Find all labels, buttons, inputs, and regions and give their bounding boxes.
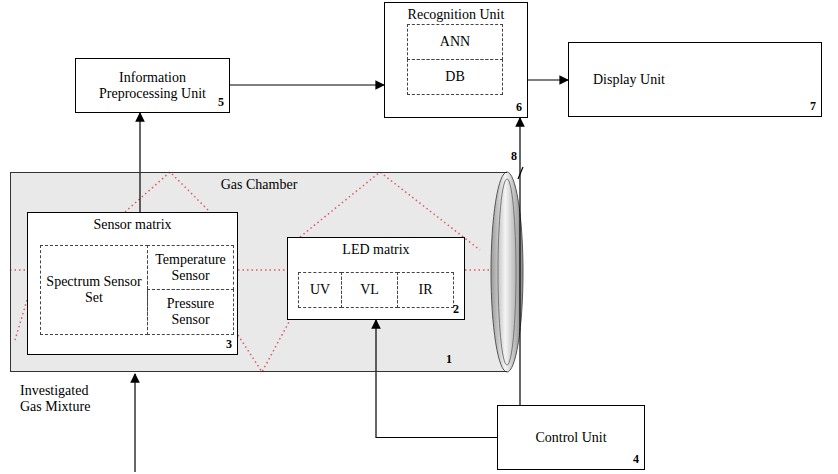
node-title: Control Unit [535,430,606,446]
gas-chamber: Gas Chamber 1 Sensor matrix 3 Spectrum Senso… [10,172,507,372]
signal-arrow [519,118,520,405]
callout-number: 6 [516,101,522,114]
callout-number: 3 [226,338,232,351]
sensor-box: Spectrum Sensor Set [40,245,148,335]
callout-number: 4 [633,453,639,466]
optical-window-rim [498,179,516,365]
sensor-box: Temperature Sensor [147,245,234,290]
node-title: IR [419,282,433,298]
node-title: DB [445,69,464,85]
unit-box: Recognition Unit 6 ANN DB [384,2,528,118]
node-title: Sensor matrix [32,217,233,233]
unit-box: Display Unit 7 [568,42,822,117]
module-box: ANN [407,24,503,60]
callout-number: 1 [446,353,452,366]
node-title: Pressure Sensor [152,296,229,328]
gas-inlet-arrow [134,374,135,472]
node-title: Gas Chamber [15,177,503,193]
node-title: Display Unit [593,72,665,88]
node-title: LED matrix [292,242,460,258]
sensor-box: Pressure Sensor [147,289,234,335]
node-title: UV [310,282,330,298]
callout-number: 8 [511,150,517,163]
signal-arrow [376,320,497,438]
callout-number: 5 [218,96,224,109]
node-title: ANN [440,34,470,50]
sensor-matrix-box: Sensor matrix 3 Spectrum Sensor Set Tempera… [27,212,238,355]
led-box: VL [341,272,398,308]
node-title: Information Preprocessing Unit [80,70,225,102]
module-box: DB [407,59,503,95]
input-label: Investigated Gas Mixture [20,383,112,415]
unit-box: Control Unit 4 [497,405,645,470]
callout-number: 7 [810,100,816,113]
led-box: UV [298,272,342,308]
node-title: VL [360,282,379,298]
node-title: Spectrum Sensor Set [45,274,143,306]
signal-arrow [230,84,384,85]
optical-window [491,172,523,372]
node-title: Recognition Unit [389,7,523,23]
chamber-fill [10,172,507,372]
light-rays [10,172,492,372]
unit-box: Information Preprocessing Unit5 [75,58,230,113]
led-box: IR [397,272,454,308]
node-title: Temperature Sensor [152,252,229,284]
led-matrix-box: LED matrix2UVVLIR [287,237,465,320]
signal-arrow [139,113,140,212]
signal-arrow [528,79,568,80]
